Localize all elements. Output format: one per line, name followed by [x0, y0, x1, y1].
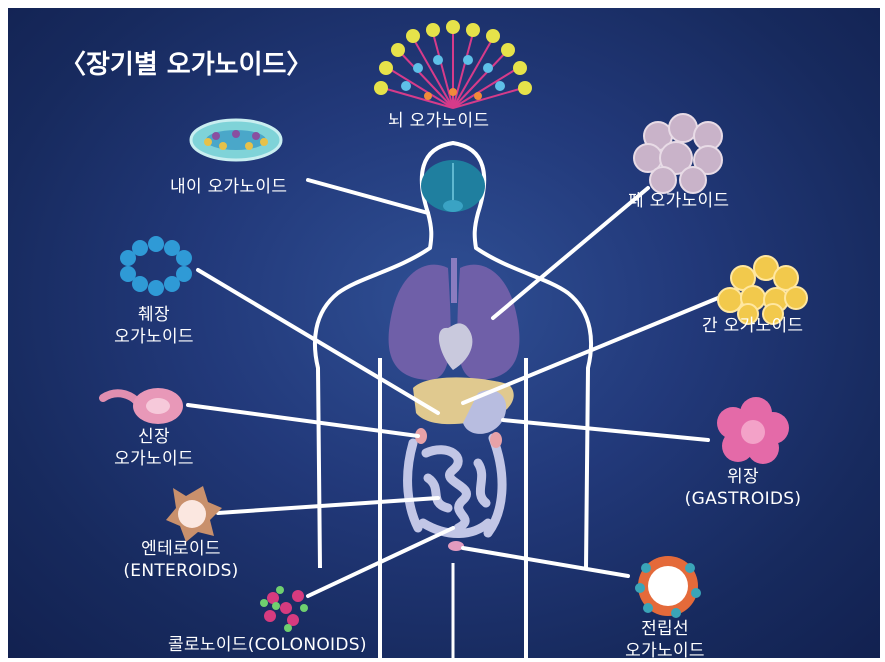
label-prostate-line2: 오가노이드 [610, 640, 720, 658]
label-enteroid: 엔테로이드 (ENTEROIDS) [116, 538, 246, 582]
label-pancreas-organoid: 췌장 오가노이드 [106, 304, 202, 348]
label-lung-organoid: 폐 오가노이드 [628, 190, 729, 212]
label-inner-ear-organoid: 내이 오가노이드 [170, 176, 287, 198]
label-brain-organoid: 뇌 오가노이드 [388, 110, 489, 132]
label-kidney-line1: 신장 [106, 426, 202, 448]
kidney-organoid-icon [103, 388, 183, 424]
label-liver-organoid: 간 오가노이드 [702, 315, 803, 337]
organoid-diagram: 〈장기별 오가노이드〉 뇌 오가노이드 내이 오가노이드 폐 오가노이드 췌장 … [8, 8, 880, 658]
label-stomach-organoid: 위장 (GASTROIDS) [678, 466, 808, 510]
pancreas-organoid-icon [120, 236, 192, 296]
kidney-organ-right [490, 432, 502, 448]
diagram-title: 〈장기별 오가노이드〉 [60, 44, 312, 81]
lung-organoid-icon [634, 114, 722, 193]
prostate-organoid-icon [635, 556, 701, 618]
brain-organoid-icon [374, 20, 532, 108]
label-stomach-line2: (GASTROIDS) [678, 488, 808, 510]
label-enteroid-line1: 엔테로이드 [116, 538, 246, 560]
prostate-organ [448, 541, 464, 551]
label-kidney-organoid: 신장 오가노이드 [106, 426, 202, 470]
label-stomach-line1: 위장 [678, 466, 808, 488]
stomach-organoid-icon [717, 397, 789, 464]
label-enteroid-line2: (ENTEROIDS) [116, 560, 246, 582]
brain-organ [421, 160, 485, 212]
inner-ear-organoid-icon [191, 120, 281, 160]
label-pancreas-line2: 오가노이드 [106, 326, 202, 348]
label-pancreas-line1: 췌장 [106, 304, 202, 326]
label-colonoid: 콜로노이드(COLONOIDS) [168, 634, 367, 656]
liver-organoid-icon [718, 256, 807, 324]
enteroid-icon [166, 486, 222, 542]
label-prostate-line1: 전립선 [610, 618, 720, 640]
colonoid-icon [260, 586, 308, 632]
label-prostate-organoid: 전립선 오가노이드 [610, 618, 720, 658]
intestine-organ [408, 438, 503, 534]
label-kidney-line2: 오가노이드 [106, 448, 202, 470]
